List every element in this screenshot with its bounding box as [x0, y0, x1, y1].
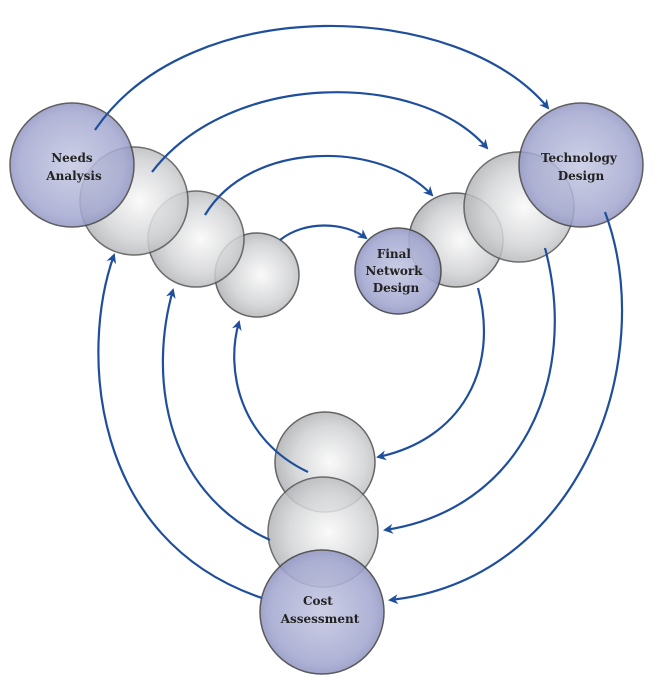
left-circles — [9, 102, 300, 318]
technology-design-label: Technology Design — [541, 151, 621, 183]
final-network-design-label: Final Network Design — [365, 247, 426, 295]
arrow-left-1 — [97, 253, 263, 600]
arrow-top-4 — [279, 224, 368, 241]
arrow-right-3 — [376, 287, 486, 461]
technology-design-circle — [518, 102, 644, 228]
right-circles — [354, 102, 644, 315]
needs-analysis-circle — [9, 102, 135, 228]
final-network-design-circle — [354, 227, 442, 315]
cost-assessment-label: Cost Assessment — [280, 594, 360, 626]
arrow-left-3 — [231, 320, 309, 473]
bottom-circles — [259, 411, 385, 675]
cost-assessment-circle — [259, 549, 385, 675]
arrow-top-3 — [204, 154, 434, 216]
arrow-top-1 — [94, 24, 550, 131]
arrow-left-2 — [161, 288, 271, 542]
needs-analysis-label: Needs Analysis — [45, 151, 102, 183]
arrow-right-2 — [383, 247, 556, 534]
arrow-right-1 — [388, 211, 624, 605]
arrows — [94, 24, 624, 605]
arrow-top-2 — [151, 91, 489, 173]
